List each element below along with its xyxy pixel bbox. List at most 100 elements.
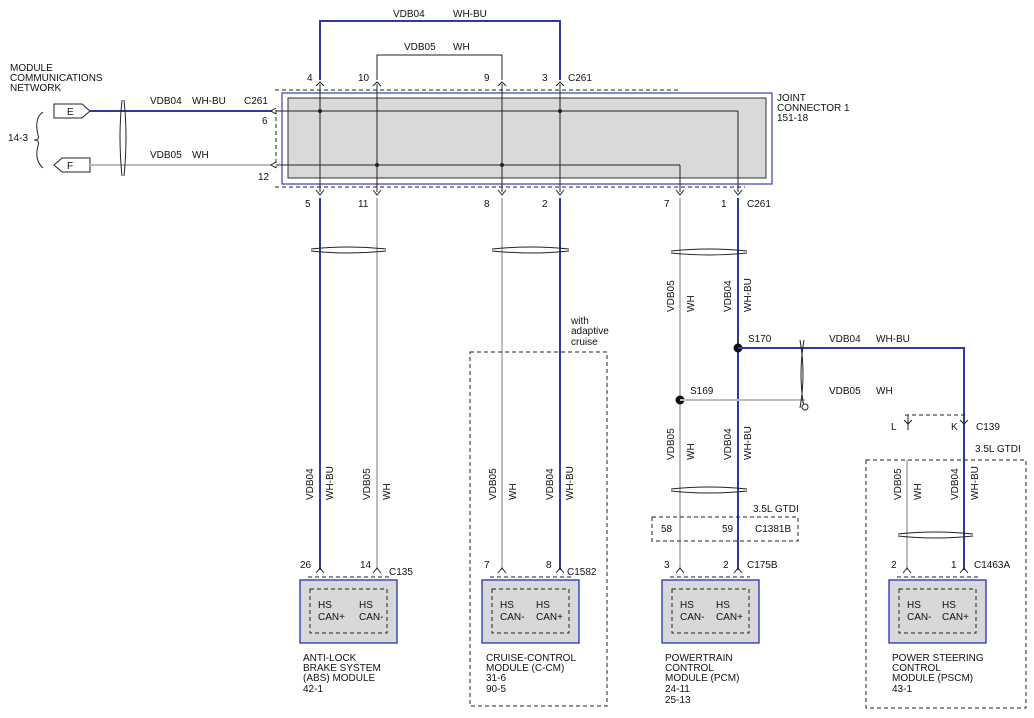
- svg-text:CAN-: CAN-: [359, 612, 383, 623]
- svg-text:E: E: [67, 107, 74, 118]
- svg-text:42-1: 42-1: [303, 684, 323, 695]
- pin-11: 11: [358, 199, 369, 210]
- svg-text:VDB05: VDB05: [893, 468, 904, 500]
- pin-9: 9: [484, 73, 490, 84]
- svg-text:WH-BU: WH-BU: [565, 466, 576, 500]
- pin-2: 2: [542, 199, 548, 210]
- svg-text:VDB05: VDB05: [829, 386, 861, 397]
- svg-text:WH: WH: [686, 443, 697, 460]
- svg-text:MODULE (PCM): MODULE (PCM): [665, 673, 739, 684]
- svg-text:F: F: [67, 161, 73, 172]
- svg-text:CONNECTOR 1: CONNECTOR 1: [777, 103, 850, 114]
- svg-text:C261: C261: [568, 73, 592, 84]
- svg-text:CAN+: CAN+: [942, 612, 969, 623]
- svg-text:C1582: C1582: [567, 567, 597, 578]
- svg-text:C261: C261: [747, 199, 771, 210]
- svg-text:NETWORK: NETWORK: [10, 83, 61, 94]
- abs-module: 26 14 C135 HS CAN+ HS CAN- ANTI-LOCK BRA…: [299, 560, 413, 695]
- pin-1: 1: [721, 199, 727, 210]
- svg-text:VDB05: VDB05: [362, 468, 373, 500]
- network-label: MODULE COMMUNICATIONS NETWORK 14-3: [8, 63, 103, 169]
- svg-text:with: with: [570, 316, 589, 327]
- twist-left: [119, 99, 127, 177]
- network-pin-e: E: [53, 103, 91, 119]
- svg-text:HS: HS: [500, 600, 514, 611]
- svg-text:HS: HS: [716, 600, 730, 611]
- joint-connector-body: [287, 97, 767, 179]
- svg-text:MODULE (PSCM): MODULE (PSCM): [892, 673, 973, 684]
- pin-10: 10: [358, 73, 370, 84]
- svg-text:WH-BU: WH-BU: [743, 278, 754, 312]
- svg-text:3.5L GTDI: 3.5L GTDI: [975, 444, 1021, 455]
- wire-pscm-vdb04: [738, 347, 965, 570]
- pin-12: 12: [258, 172, 270, 183]
- svg-text:VDB04: VDB04: [545, 468, 556, 500]
- svg-text:VDB04: VDB04: [393, 9, 425, 20]
- svg-text:14: 14: [360, 560, 372, 571]
- svg-text:S170: S170: [748, 334, 772, 345]
- svg-text:VDB04: VDB04: [150, 96, 182, 107]
- svg-text:POWER STEERING: POWER STEERING: [892, 653, 984, 664]
- svg-text:L: L: [891, 422, 897, 433]
- svg-text:59: 59: [722, 524, 734, 535]
- svg-text:HS: HS: [536, 600, 550, 611]
- svg-text:WH: WH: [686, 295, 697, 312]
- pin-7: 7: [664, 199, 670, 210]
- pin-8: 8: [484, 199, 490, 210]
- svg-text:C1463A: C1463A: [974, 560, 1010, 571]
- svg-text:BRAKE SYSTEM: BRAKE SYSTEM: [303, 663, 381, 674]
- svg-text:HS: HS: [680, 600, 694, 611]
- svg-text:VDB05: VDB05: [666, 280, 677, 312]
- pin-5: 5: [305, 199, 311, 210]
- svg-text:CAN+: CAN+: [318, 612, 345, 623]
- svg-text:WH: WH: [913, 483, 924, 500]
- gtdi-option-box: [865, 459, 1027, 709]
- svg-text:2: 2: [723, 560, 729, 571]
- svg-text:CAN+: CAN+: [536, 612, 563, 623]
- svg-text:26: 26: [300, 560, 312, 571]
- svg-text:VDB05: VDB05: [150, 150, 182, 161]
- svg-text:C261: C261: [244, 96, 268, 107]
- svg-text:C139: C139: [976, 422, 1000, 433]
- svg-text:WH: WH: [453, 42, 470, 53]
- svg-text:C175B: C175B: [747, 560, 778, 571]
- svg-text:MODULE: MODULE: [10, 63, 53, 74]
- svg-text:HS: HS: [942, 600, 956, 611]
- svg-text:8: 8: [546, 560, 552, 571]
- svg-text:25-13: 25-13: [665, 695, 691, 706]
- loop-vdb04: [319, 20, 561, 80]
- loop-vdb05: [376, 54, 503, 80]
- svg-text:WH-BU: WH-BU: [325, 466, 336, 500]
- svg-text:POWERTRAIN: POWERTRAIN: [665, 653, 733, 664]
- pin-3: 3: [542, 73, 548, 84]
- svg-text:WH-BU: WH-BU: [876, 334, 910, 345]
- svg-text:cruise: cruise: [571, 337, 598, 348]
- svg-text:7: 7: [484, 560, 490, 571]
- svg-text:adaptive: adaptive: [571, 326, 609, 337]
- inline-connector-c1381b: [651, 516, 799, 542]
- svg-text:HS: HS: [907, 600, 921, 611]
- svg-text:3.5L GTDI: 3.5L GTDI: [753, 504, 799, 515]
- svg-text:ANTI-LOCK: ANTI-LOCK: [303, 653, 357, 664]
- svg-text:C1381B: C1381B: [755, 524, 791, 535]
- svg-text:CAN+: CAN+: [716, 612, 743, 623]
- svg-text:WH: WH: [192, 150, 209, 161]
- svg-text:VDB04: VDB04: [829, 334, 861, 345]
- adaptive-cruise-option-box: [469, 351, 608, 707]
- pscm-module: 2 1 C1463A HS CAN- HS CAN+ POWER STEERIN…: [888, 560, 1010, 695]
- svg-text:3: 3: [664, 560, 670, 571]
- pcm-module: 3 2 C175B HS CAN- HS CAN+ POWERTRAIN CON…: [661, 560, 778, 706]
- svg-text:VDB05: VDB05: [488, 468, 499, 500]
- svg-text:43-1: 43-1: [892, 684, 912, 695]
- svg-text:WH: WH: [876, 386, 893, 397]
- svg-text:HS: HS: [318, 600, 332, 611]
- svg-text:HS: HS: [359, 600, 373, 611]
- pin-6: 6: [262, 116, 268, 127]
- svg-text:MODULE (C-CM): MODULE (C-CM): [486, 663, 564, 674]
- svg-text:VDB04: VDB04: [950, 468, 961, 500]
- svg-text:2: 2: [891, 560, 897, 571]
- ccm-module: 7 8 C1582 HS CAN- HS CAN+ CRUISE-CONTROL…: [481, 560, 597, 695]
- svg-text:CONTROL: CONTROL: [892, 663, 941, 674]
- svg-text:VDB04: VDB04: [305, 468, 316, 500]
